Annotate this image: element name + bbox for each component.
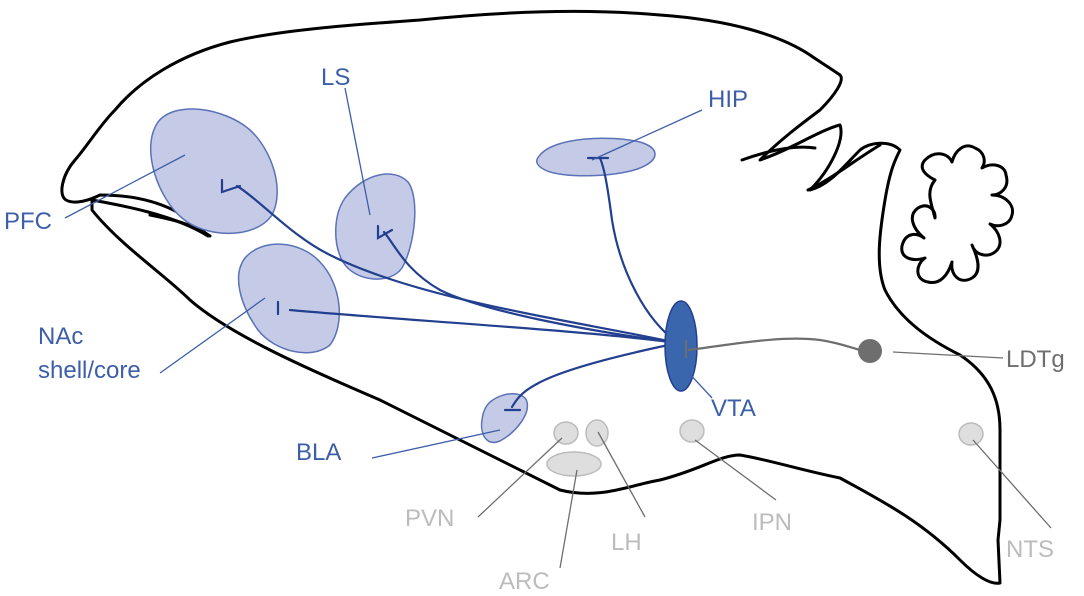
ls-region — [335, 173, 416, 280]
grey-nuclei — [546, 419, 984, 477]
bla-region — [480, 393, 529, 444]
nac-label-line1: NAc — [38, 323, 83, 350]
vta-projections — [220, 156, 680, 412]
projection-pfc-tick — [220, 178, 242, 194]
cerebellum-outline — [900, 144, 1015, 285]
hip-label: HIP — [708, 86, 748, 113]
projection-to-ls — [382, 230, 680, 345]
nac-label-line2: shell/core — [38, 357, 141, 384]
fissure-2 — [806, 143, 882, 192]
nac-leader — [159, 297, 266, 374]
arc-nucleus — [546, 451, 602, 477]
pvn-leader — [477, 437, 563, 518]
fissure-1 — [740, 145, 817, 162]
lh-leader — [597, 431, 646, 518]
ls-label: LS — [321, 64, 350, 91]
ldtg-projection — [687, 337, 861, 352]
olfactory-notch — [148, 213, 212, 238]
region-labels: PFC LS HIP NAc shell/core BLA VTA LDTg P… — [4, 64, 1065, 595]
nac-region — [237, 243, 341, 354]
vta-leader — [687, 371, 713, 399]
pvn-label: PVN — [405, 505, 454, 532]
projection-to-nac — [288, 308, 680, 345]
vta-label: VTA — [711, 395, 756, 422]
lh-label: LH — [611, 529, 642, 556]
projection-to-pfc — [235, 184, 680, 345]
pvn-nucleus — [553, 421, 579, 445]
ls-leader — [344, 87, 371, 216]
ldtg-label: LDTg — [1006, 346, 1065, 373]
label-leader-lines — [64, 87, 1052, 569]
projection-to-bla — [510, 341, 680, 409]
brain-outline-path — [60, 9, 1002, 585]
projection-ls-tick — [376, 224, 394, 240]
hip-leader — [591, 109, 703, 161]
ldtg-leader — [892, 351, 1004, 359]
bla-label: BLA — [296, 439, 341, 466]
lh-nucleus — [585, 419, 609, 447]
target-regions — [149, 108, 656, 444]
ipn-leader — [694, 439, 777, 501]
arc-label: ARC — [499, 568, 550, 595]
vta-region — [664, 300, 698, 392]
nts-leader — [972, 439, 1052, 529]
brain-outline — [60, 9, 1002, 585]
projection-to-hip — [598, 156, 680, 345]
nts-nucleus — [958, 422, 984, 446]
pfc-region — [149, 108, 278, 235]
ipn-nucleus — [679, 419, 705, 443]
pfc-leader — [64, 154, 186, 219]
ldtg-input — [685, 337, 882, 363]
pfc-label: PFC — [4, 208, 52, 235]
bla-leader — [371, 429, 501, 459]
ldtg-nucleus — [858, 339, 882, 363]
nts-label: NTS — [1006, 536, 1054, 563]
cerebellum — [900, 144, 1015, 285]
ipn-label: IPN — [752, 509, 792, 536]
arc-leader — [559, 469, 578, 569]
